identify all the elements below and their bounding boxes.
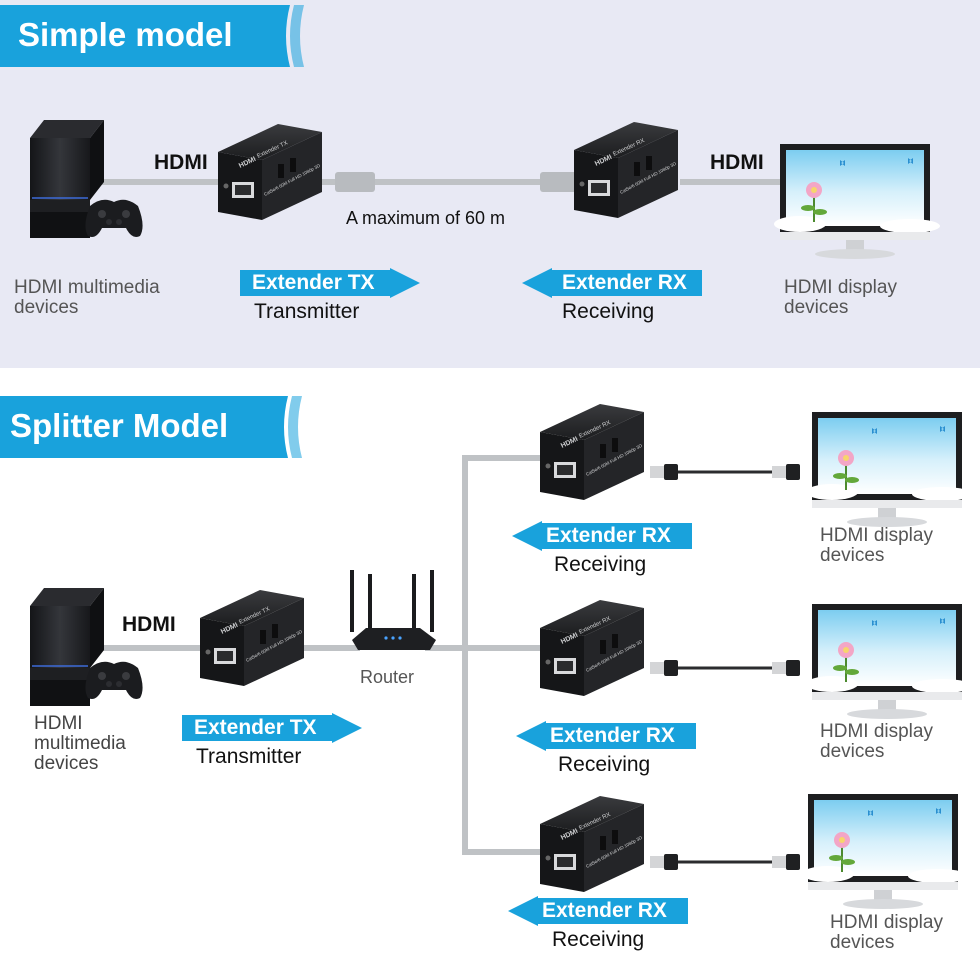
splitter-rx-sub-label: Receiving: [558, 753, 651, 776]
splitter-display-label-2: devices: [830, 932, 895, 953]
simple-source-label-2: devices: [14, 297, 79, 318]
hdmi-plug-icon: [772, 660, 800, 676]
gamepad-icon: [85, 199, 143, 237]
hdmi-plug-icon: [650, 660, 678, 676]
simple-display-label-2: devices: [784, 297, 849, 318]
hdmi-plug-icon: [772, 464, 800, 480]
splitter-model-banner: Splitter Model: [0, 396, 310, 458]
splitter-source-label-1: HDMI: [34, 713, 83, 734]
simple-hdmi-left: HDMI: [154, 151, 208, 174]
arrow-right-icon: [240, 268, 420, 298]
simple-display-label-1: HDMI display: [784, 277, 897, 298]
arrow-left-icon: [522, 268, 702, 298]
splitter-rx-tag-label: Extender RX: [546, 524, 671, 547]
arrow-left-icon: [512, 521, 692, 551]
splitter-cables: [100, 455, 786, 864]
splitter-tx-tag-label: Extender TX: [194, 716, 317, 739]
splitter-display-label-1: HDMI display: [830, 912, 943, 933]
splitter-model-title: Splitter Model: [10, 407, 229, 444]
monitor-icon: [805, 411, 973, 528]
splitter-rx-tag: Extender RX: [512, 521, 692, 551]
arrow-left-icon: [516, 721, 696, 751]
hdmi-plug-icon: [772, 854, 800, 870]
splitter-rx-tag-label: Extender RX: [542, 899, 667, 922]
arrow-right-icon: [182, 713, 362, 743]
monitor-icon: [805, 603, 973, 720]
splitter-rx-tag-label: Extender RX: [550, 724, 675, 747]
splitter-rx-sub-label: Receiving: [552, 928, 645, 951]
router-label: Router: [360, 667, 415, 687]
gamepad-icon: [85, 661, 143, 699]
simple-cables: [100, 172, 786, 192]
monitor-icon: [801, 793, 969, 910]
hdmi-plug-icon: [650, 464, 678, 480]
tx-tag: Extender TX: [240, 268, 420, 298]
splitter-rx-tag: Extender RX: [508, 896, 688, 926]
splitter-tx-sub-label: Transmitter: [196, 745, 302, 768]
splitter-source-label-2: multimedia: [34, 733, 126, 754]
tx-tag-label: Extender TX: [252, 271, 375, 294]
splitter-rx-sub-label: Receiving: [554, 553, 647, 576]
splitter-tx-tag: Extender TX: [182, 713, 362, 743]
splitter-source-label-3: devices: [34, 753, 99, 774]
router-icon: [350, 570, 436, 650]
splitter-display-label-1: HDMI display: [820, 721, 933, 742]
splitter-rx-tag: Extender RX: [516, 721, 696, 751]
simple-model-title: Simple model: [18, 16, 233, 53]
arrow-left-icon: [508, 896, 688, 926]
monitor-icon: [773, 143, 941, 260]
simple-hdmi-right: HDMI: [710, 151, 764, 174]
hdmi-plug-icon: [650, 854, 678, 870]
splitter-display-label-2: devices: [820, 545, 885, 566]
tx-sub-label: Transmitter: [254, 300, 360, 323]
splitter-hdmi-label: HDMI: [122, 613, 176, 636]
simple-source-label-1: HDMI multimedia: [14, 277, 160, 298]
rx-tag: Extender RX: [522, 268, 702, 298]
rx-tag-label: Extender RX: [562, 271, 687, 294]
distance-label: A maximum of 60 m: [346, 208, 506, 228]
rx-sub-label: Receiving: [562, 300, 655, 323]
splitter-display-label-1: HDMI display: [820, 525, 933, 546]
splitter-display-label-2: devices: [820, 741, 885, 762]
simple-model-banner: Simple model: [0, 5, 310, 67]
